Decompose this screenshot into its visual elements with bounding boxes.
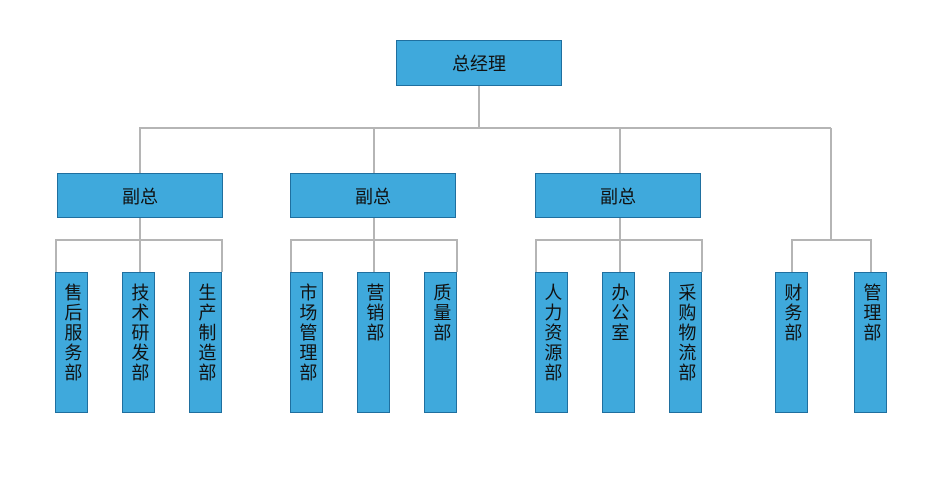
node-dept-management: 管理部: [854, 272, 887, 413]
node-label: 质量部: [430, 283, 452, 343]
node-dept-procurement-logistics: 采购物流部: [669, 272, 702, 413]
node-label: 市场管理部: [296, 283, 318, 383]
connector-dept-3-3: [701, 240, 703, 272]
node-dept-after-sales: 售后服务部: [55, 272, 88, 413]
node-label: 人力资源部: [541, 283, 563, 383]
node-dept-market-management: 市场管理部: [290, 272, 323, 413]
connector-dept-2-1: [290, 240, 292, 272]
node-label: 总经理: [452, 54, 506, 75]
node-dept-rnd: 技术研发部: [122, 272, 155, 413]
node-dept-marketing: 营销部: [357, 272, 390, 413]
node-label: 办公室: [608, 283, 630, 343]
node-label: 生产制造部: [195, 283, 217, 383]
connector-branch-4-bus: [791, 239, 872, 241]
connector-dept-3-2: [619, 240, 621, 272]
connector-dept-1-2: [139, 240, 141, 272]
node-label: 副总: [122, 186, 158, 208]
connector-vp-1-down: [139, 218, 141, 240]
connector-vp-3-down: [619, 218, 621, 240]
node-label: 技术研发部: [128, 283, 150, 383]
node-dept-office: 办公室: [602, 272, 635, 413]
connector-to-branch-4: [830, 128, 832, 240]
node-label: 采购物流部: [675, 283, 697, 383]
connector-dept-2-2: [373, 240, 375, 272]
node-dept-manufacturing: 生产制造部: [189, 272, 222, 413]
node-label: 管理部: [860, 283, 882, 343]
connector-vp-2-down: [373, 218, 375, 240]
connector-dept-1-1: [55, 240, 57, 272]
node-label: 副总: [355, 186, 391, 208]
connector-dept-3-1: [535, 240, 537, 272]
node-label: 营销部: [363, 283, 385, 343]
node-vp-3: 副总: [535, 173, 701, 218]
connector-to-vp-3: [619, 128, 621, 173]
connector-level1-bus: [139, 127, 831, 129]
node-label: 副总: [600, 186, 636, 208]
node-dept-quality: 质量部: [424, 272, 457, 413]
connector-dept-4-2: [870, 240, 872, 272]
connector-to-vp-2: [373, 128, 375, 173]
connector-root-down: [478, 86, 480, 128]
connector-dept-2-3: [456, 240, 458, 272]
node-dept-human-resources: 人力资源部: [535, 272, 568, 413]
connector-dept-4-1: [791, 240, 793, 272]
node-vp-2: 副总: [290, 173, 456, 218]
node-label: 售后服务部: [61, 283, 83, 383]
connector-to-vp-1: [139, 128, 141, 173]
node-vp-1: 副总: [57, 173, 223, 218]
node-general-manager: 总经理: [396, 40, 562, 86]
node-dept-finance: 财务部: [775, 272, 808, 413]
node-label: 财务部: [781, 283, 803, 343]
connector-dept-1-3: [221, 240, 223, 272]
